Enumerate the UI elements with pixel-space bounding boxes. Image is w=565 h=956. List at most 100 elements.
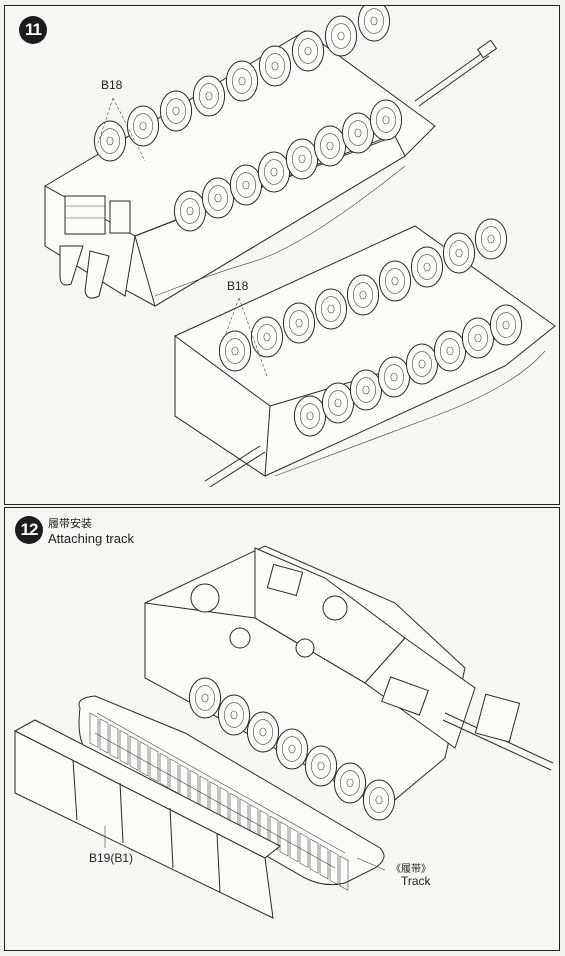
road-wheel <box>292 146 312 172</box>
road-wheel <box>487 234 495 244</box>
road-wheel <box>391 276 399 286</box>
callout-track-en: Track <box>401 874 431 888</box>
road-wheel <box>340 770 360 796</box>
road-wheel <box>258 45 292 87</box>
callout-b19: B19(B1) <box>89 851 134 865</box>
road-wheel <box>369 99 403 141</box>
road-wheel <box>106 136 114 146</box>
step-12-title-cn: 履带安装 <box>48 517 92 530</box>
road-wheel <box>321 382 355 424</box>
step-12-illustration <box>13 545 554 919</box>
road-wheel <box>300 403 320 429</box>
road-wheel <box>377 356 411 398</box>
road-wheel <box>333 762 367 804</box>
road-wheel <box>192 75 226 117</box>
road-wheel <box>218 330 252 372</box>
road-wheel <box>270 167 278 177</box>
track-link <box>119 729 129 766</box>
road-wheel <box>314 288 348 330</box>
road-wheel <box>349 369 383 411</box>
road-wheel <box>173 190 207 232</box>
road-wheel <box>304 745 338 787</box>
track-link <box>149 746 159 783</box>
road-wheel <box>455 248 463 258</box>
road-wheel <box>359 290 367 300</box>
road-wheel <box>474 218 508 260</box>
road-wheel <box>293 395 327 437</box>
road-wheel <box>354 128 362 138</box>
track-link <box>109 724 119 760</box>
road-wheel <box>405 343 439 385</box>
track-link <box>279 821 289 857</box>
road-wheel <box>376 107 396 133</box>
road-wheel <box>263 332 271 342</box>
road-wheel <box>257 324 277 350</box>
road-wheel <box>390 372 398 382</box>
road-wheel <box>440 338 460 364</box>
road-wheel <box>348 120 368 146</box>
road-wheel <box>180 198 200 224</box>
road-wheel <box>225 60 259 102</box>
road-wheel <box>311 753 331 779</box>
road-wheel <box>172 106 180 116</box>
step-11-panel: 11 <box>4 5 560 505</box>
road-wheel <box>232 68 252 94</box>
road-wheel <box>159 90 193 132</box>
road-wheel <box>288 744 296 754</box>
road-wheel <box>295 318 303 328</box>
road-wheel <box>417 254 437 280</box>
road-wheel <box>304 46 312 56</box>
road-wheel <box>242 180 250 190</box>
step-11-illustration <box>44 6 556 488</box>
road-wheel <box>230 710 238 720</box>
road-wheel <box>327 304 335 314</box>
track-link <box>299 832 309 868</box>
road-wheel <box>317 761 325 771</box>
road-wheel <box>502 320 510 330</box>
road-wheel <box>369 787 389 813</box>
road-wheel <box>385 268 405 294</box>
road-wheel <box>442 232 476 274</box>
road-wheel <box>370 16 378 26</box>
road-wheel <box>224 702 244 728</box>
road-wheel <box>282 736 302 762</box>
road-wheel <box>446 346 454 356</box>
road-wheel <box>133 113 153 139</box>
road-wheel <box>257 151 291 193</box>
road-wheel <box>489 304 523 346</box>
road-wheel <box>298 38 318 64</box>
road-wheel <box>346 274 380 316</box>
road-wheel <box>285 138 319 180</box>
jig-b19 <box>13 719 281 919</box>
road-wheel <box>433 330 467 372</box>
road-wheel <box>341 112 375 154</box>
road-wheel <box>324 15 358 57</box>
road-wheel <box>229 164 263 206</box>
road-wheel <box>328 390 348 416</box>
road-wheel <box>139 121 147 131</box>
road-wheel <box>217 694 251 736</box>
road-wheel <box>474 333 482 343</box>
road-wheel <box>246 711 280 753</box>
road-wheel <box>264 159 284 185</box>
road-wheel <box>362 779 396 821</box>
road-wheel <box>337 31 345 41</box>
step-12-panel: 12 履带安装 Attaching track <box>4 507 560 951</box>
road-wheel <box>231 346 239 356</box>
road-wheel <box>291 30 325 72</box>
road-wheel <box>334 398 342 408</box>
road-wheel <box>282 302 316 344</box>
road-wheel <box>410 246 444 288</box>
track-link <box>139 741 149 777</box>
road-wheel <box>289 310 309 336</box>
road-wheel <box>201 693 209 703</box>
road-wheel <box>378 260 412 302</box>
track-link <box>289 827 299 863</box>
step-11-number-badge: 11 <box>19 16 47 44</box>
road-wheel <box>225 338 245 364</box>
track-link <box>319 844 329 880</box>
hull-bottom-view-2 <box>174 218 556 488</box>
road-wheel <box>205 91 213 101</box>
road-wheel <box>195 685 215 711</box>
road-wheel <box>449 240 469 266</box>
